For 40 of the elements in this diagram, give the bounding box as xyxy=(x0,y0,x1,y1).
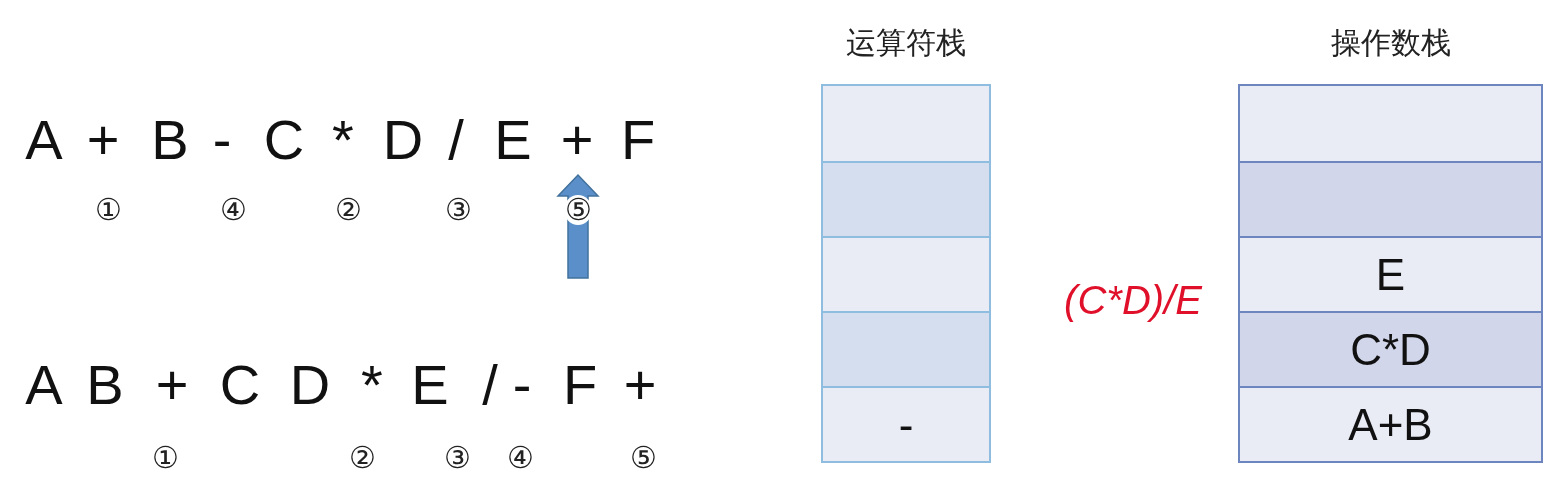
expression-token: F xyxy=(620,112,656,168)
cell-text: C*D xyxy=(1350,327,1431,372)
stack-cell xyxy=(823,161,989,236)
expression-token: E xyxy=(411,357,449,413)
step-number: ⑤ xyxy=(564,195,592,225)
cell-text: - xyxy=(898,402,914,447)
expression-token: * xyxy=(332,112,354,168)
stack-cell xyxy=(1240,236,1541,311)
expression-token: + xyxy=(560,112,594,168)
expression-token: B xyxy=(86,357,124,413)
stack-cell xyxy=(1240,311,1541,386)
stack-cell xyxy=(823,236,989,311)
cell-text: A+B xyxy=(1348,402,1433,447)
expression-token: C xyxy=(219,357,261,413)
cell-text: E xyxy=(1375,252,1406,297)
expression-token: A xyxy=(25,357,63,413)
expression-token: + xyxy=(86,112,120,168)
stack-cell xyxy=(823,311,989,386)
expression-token: F xyxy=(562,357,598,413)
expression-token: / xyxy=(482,357,498,413)
stack-cell xyxy=(823,86,989,161)
expression-token: - xyxy=(512,357,532,413)
expression-token: B xyxy=(151,112,189,168)
stack-cell xyxy=(1240,86,1541,161)
handwritten-note: (C*D)/E xyxy=(1064,280,1202,320)
expression-token: C xyxy=(263,112,305,168)
expression-token: E xyxy=(494,112,532,168)
expression-token: D xyxy=(289,357,331,413)
stack-cell xyxy=(1240,386,1541,461)
expression-token: A xyxy=(25,112,63,168)
expression-token: - xyxy=(212,112,232,168)
stack-cell xyxy=(823,386,989,461)
expression-token: * xyxy=(361,357,383,413)
expression-token: D xyxy=(382,112,424,168)
expression-token: + xyxy=(623,357,657,413)
expression-token: / xyxy=(448,112,464,168)
stack-cell xyxy=(1240,161,1541,236)
stack-title: 运算符栈 xyxy=(846,28,966,58)
stack-title: 操作数栈 xyxy=(1330,28,1451,58)
expression-token: + xyxy=(155,357,189,413)
